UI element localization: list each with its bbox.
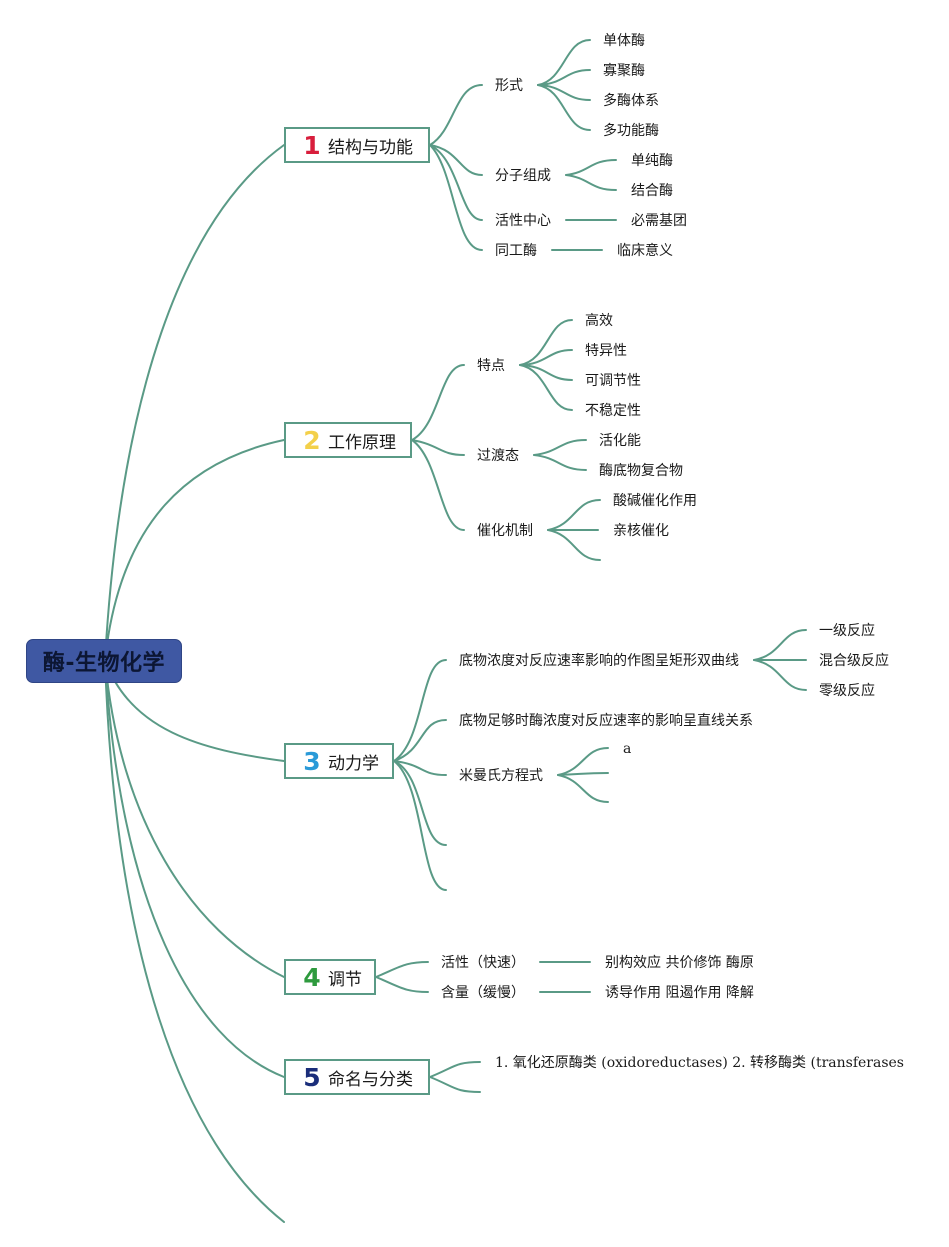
branch-label: 结构与功能 <box>328 137 413 158</box>
subtopic-features[interactable]: 特点 <box>477 358 505 374</box>
number-three-icon: 3 <box>303 746 321 776</box>
number-four-icon: 4 <box>303 962 321 992</box>
number-two-icon: 2 <box>303 425 321 455</box>
leaf-topic[interactable]: 不稳定性 <box>585 403 641 419</box>
leaf-topic[interactable]: 必需基团 <box>631 213 687 229</box>
subtopic-catalytic-mechanism[interactable]: 催化机制 <box>477 523 533 539</box>
leaf-topic[interactable]: 单纯酶 <box>631 153 673 169</box>
leaf-topic[interactable]: a <box>623 741 632 757</box>
subtopic-substrate-concentration[interactable]: 底物浓度对反应速率影响的作图呈矩形双曲线 <box>459 653 739 669</box>
leaf-topic[interactable]: 别构效应 共价修饰 酶原 <box>605 955 754 971</box>
leaf-topic[interactable]: 多酶体系 <box>603 93 659 109</box>
branch-working-principle[interactable]: 2 工作原理 <box>284 422 412 458</box>
branch-label: 工作原理 <box>328 432 396 453</box>
leaf-topic[interactable]: 寡聚酶 <box>603 63 645 79</box>
branch-structure-function[interactable]: 1 结构与功能 <box>284 127 430 163</box>
leaf-topic[interactable]: 酸碱催化作用 <box>613 493 697 509</box>
leaf-topic[interactable]: 混合级反应 <box>819 653 889 669</box>
branch-label: 命名与分类 <box>328 1069 413 1090</box>
leaf-topic[interactable]: 特异性 <box>585 343 627 359</box>
branch-kinetics[interactable]: 3 动力学 <box>284 743 394 779</box>
leaf-topic[interactable]: 可调节性 <box>585 373 641 389</box>
branch-naming-classification[interactable]: 5 命名与分类 <box>284 1059 430 1095</box>
leaf-topic[interactable]: 临床意义 <box>617 243 673 259</box>
subtopic-michaelis-menten[interactable]: 米曼氏方程式 <box>459 768 543 784</box>
leaf-topic[interactable]: 活化能 <box>599 433 641 449</box>
leaf-topic[interactable]: 单体酶 <box>603 33 645 49</box>
subtopic-activity-fast[interactable]: 活性（快速） <box>441 955 525 971</box>
leaf-topic[interactable]: 零级反应 <box>819 683 875 699</box>
number-five-icon: 5 <box>303 1062 321 1092</box>
subtopic-enzyme-concentration[interactable]: 底物足够时酶浓度对反应速率的影响呈直线关系 <box>459 713 753 729</box>
subtopic-active-center[interactable]: 活性中心 <box>495 213 551 229</box>
leaf-topic[interactable]: 结合酶 <box>631 183 673 199</box>
leaf-topic[interactable]: 多功能酶 <box>603 123 659 139</box>
root-node[interactable]: 酶-生物化学 <box>26 639 182 683</box>
leaf-topic[interactable]: 酶底物复合物 <box>599 463 683 479</box>
branch-label: 调节 <box>328 969 362 990</box>
branch-regulation[interactable]: 4 调节 <box>284 959 376 995</box>
subtopic-form[interactable]: 形式 <box>495 78 523 94</box>
root-label: 酶-生物化学 <box>42 651 166 676</box>
subtopic-molecular-composition[interactable]: 分子组成 <box>495 168 551 184</box>
subtopic-enzyme-classes[interactable]: 1. 氧化还原酶类 (oxidoreductases) 2. 转移酶类 (tra… <box>495 1055 904 1071</box>
leaf-topic[interactable]: 亲核催化 <box>613 523 669 539</box>
subtopic-isozyme[interactable]: 同工酶 <box>495 243 537 259</box>
number-one-icon: 1 <box>303 130 321 160</box>
leaf-topic[interactable]: 诱导作用 阻遏作用 降解 <box>605 985 754 1001</box>
leaf-topic[interactable]: 一级反应 <box>819 623 875 639</box>
subtopic-content-slow[interactable]: 含量（缓慢） <box>441 985 525 1001</box>
subtopic-transition-state[interactable]: 过渡态 <box>477 448 519 464</box>
branch-label: 动力学 <box>328 753 379 774</box>
leaf-topic[interactable]: 高效 <box>585 313 613 329</box>
